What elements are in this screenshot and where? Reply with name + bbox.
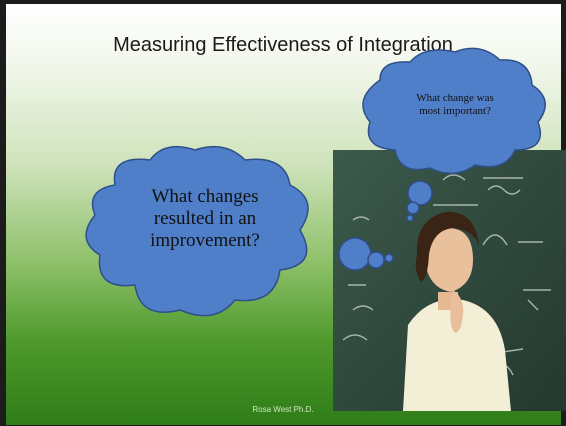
big-thought-bubble-icon bbox=[85, 145, 394, 317]
big-bubble-line-2: resulted in an bbox=[153, 208, 257, 229]
slide-title: Measuring Effectiveness of Integration bbox=[113, 34, 453, 56]
big-bubble-text: What changes resulted in an improvement? bbox=[130, 186, 280, 252]
hair bbox=[415, 211, 479, 282]
face bbox=[425, 228, 473, 292]
big-bubble-line-3: improvement? bbox=[150, 230, 260, 251]
small-bubble-text: What change was most important? bbox=[390, 92, 520, 118]
small-bubble-line-2: most important? bbox=[419, 105, 491, 117]
blouse bbox=[403, 299, 511, 411]
teacher-photo bbox=[333, 150, 566, 411]
small-bubble-line-1: What change was bbox=[416, 92, 494, 104]
slide-footer: Rosa West Ph.D. bbox=[252, 405, 314, 414]
small-thought-bubble-icon bbox=[362, 47, 546, 222]
raised-hand bbox=[450, 290, 464, 333]
big-bubble-line-1: What changes bbox=[151, 186, 259, 207]
